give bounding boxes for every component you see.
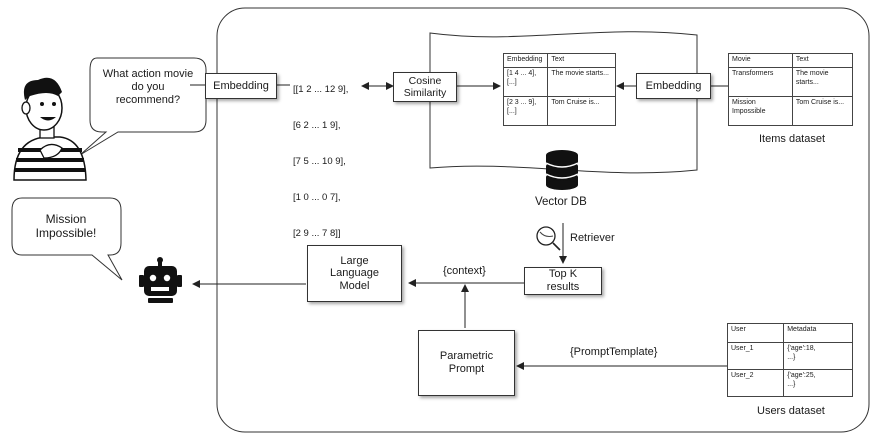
embedding-box-left: Embedding [205,73,277,99]
table-cell: User_2 [726,369,785,397]
system-boundary [216,7,870,433]
table-row: [1 4 ... 4], [...] The movie starts... [502,66,616,97]
table-header: Text [791,53,854,68]
vector-row: [6 2 ... 1 9], [293,120,341,131]
items-dataset-label: Items dataset [759,133,826,145]
table-cell: Transformers [728,66,793,97]
prompt-template-label: {PromptTemplate} [570,346,658,358]
table-cell: The movie starts... [547,66,616,97]
table-cell: Tom Cruise is... [547,95,616,126]
llm-box: Large Language Model [307,245,402,302]
robot-icon [139,257,182,303]
context-label: {context} [443,265,486,277]
table-cell: {'age':25, ...} [783,369,853,397]
items-table: Movie Text Transformers The movie starts… [728,53,854,126]
table-row: [2 3 ... 9], [...] Tom Cruise is... [502,95,616,126]
vector-row: [1 0 ... 0 7], [293,192,341,203]
parametric-prompt-box: Parametric Prompt [418,330,515,396]
table-cell: [2 3 ... 9], [...] [502,95,549,126]
table-row: User_1 {'age':18, ...} [726,342,853,370]
table-cell: Tom Cruise is... [791,95,854,126]
person-illustration [13,77,87,181]
top-k-results-box: Top K results [524,267,602,295]
table-cell: {'age':18, ...} [783,342,853,370]
users-table: User Metadata User_1 {'age':18, ...} Use… [726,323,853,397]
bot-speech-bubble [11,197,123,281]
table-header: Movie [728,53,793,68]
table-row: Transformers The movie starts... [728,66,854,97]
retriever-label: Retriever [570,232,615,244]
users-dataset-label: Users dataset [757,405,825,417]
vector-row: [2 9 ... 7 8]] [293,228,341,239]
user-speech-bubble [79,57,207,156]
table-row: Mission Impossible Tom Cruise is... [728,95,854,126]
embedding-vectors: [[1 2 ... 12 9], [6 2 ... 1 9], [7 5 ...… [293,60,348,264]
table-cell: Mission Impossible [728,95,793,126]
vector-row: [[1 2 ... 12 9], [293,84,349,95]
vector-row: [7 5 ... 10 9], [293,156,346,167]
table-row: User_2 {'age':25, ...} [726,369,853,397]
table-header: Text [547,53,616,68]
search-icon [536,226,561,251]
table-cell: User_1 [726,342,785,370]
table-header: User [726,323,785,343]
vector-db-label: Vector DB [535,196,587,208]
table-cell: The movie starts... [791,66,854,97]
table-header: Embedding [502,53,549,68]
user-question: What action movie do you recommend? [102,68,194,106]
bot-answer: Mission Impossible! [35,212,97,240]
table-header: Metadata [783,323,853,343]
table-cell: [1 4 ... 4], [...] [502,66,549,97]
embedding-box-right: Embedding [636,73,711,99]
database-icon [545,150,579,190]
vector-db-table: Embedding Text [1 4 ... 4], [...] The mo… [502,53,616,126]
cosine-similarity-box: Cosine Similarity [393,72,457,102]
